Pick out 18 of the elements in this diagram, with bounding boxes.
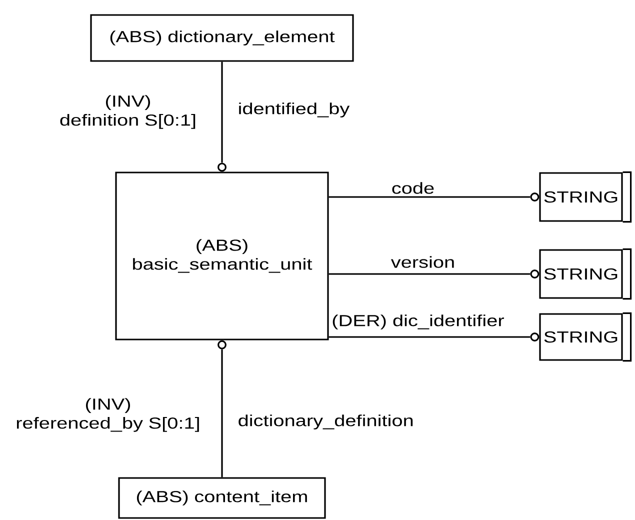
inverse-label: (INV) referenced_by S[0:1] [16,398,199,432]
entity-box: (ABS) content_item [118,477,326,519]
connector [218,62,226,172]
inverse-label: (INV) definition S[0:1] [60,95,196,129]
simple-type-box: STRING [539,171,632,223]
entity-box: (ABS) basic_semantic_unit [115,172,329,340]
edge-label: identified_by [239,102,350,118]
connector [218,340,226,478]
entity-box: (ABS) dictionary_element [90,14,354,62]
connector [328,332,540,342]
edge-label: code [392,182,434,194]
edge-label: dictionary_definition [238,414,413,430]
edge-label: version [390,256,454,268]
connector [328,270,540,278]
connector [328,192,540,202]
simple-type-box: STRING [539,312,632,362]
simple-type-box: STRING [539,248,632,300]
edge-label: (DER) dic_identifier [332,314,504,330]
